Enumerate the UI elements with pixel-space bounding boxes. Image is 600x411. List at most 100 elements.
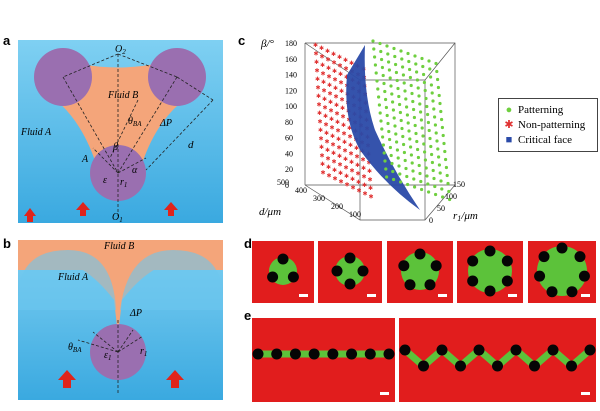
patterning-point [398, 102, 402, 107]
patterning-point [410, 91, 414, 96]
non-patterning-point: ✱ [325, 147, 330, 154]
non-patterning-point: ✱ [318, 127, 323, 134]
patterning-point [416, 147, 420, 152]
patterning-point [444, 157, 448, 162]
z-tick-label: 20 [285, 165, 293, 174]
black-particle [271, 348, 283, 360]
patterning-point [395, 140, 399, 144]
patterning-point [441, 195, 445, 199]
non-patterning-point: ✱ [349, 151, 354, 158]
non-patterning-point: ✱ [316, 85, 321, 92]
non-patterning-point: ✱ [320, 54, 325, 61]
non-patterning-point: ✱ [338, 63, 343, 70]
non-patterning-point: ✱ [336, 128, 341, 135]
patterning-point [405, 174, 409, 179]
black-particle [346, 348, 358, 360]
patterning-point [399, 180, 403, 184]
patterning-point [409, 83, 413, 88]
green-droplet [468, 249, 512, 293]
non-patterning-point: ✱ [368, 177, 373, 184]
patterning-point [427, 128, 431, 133]
non-patterning-point: ✱ [339, 179, 344, 186]
patterning-point [416, 86, 420, 90]
patterning-point [418, 102, 422, 106]
black-particle [473, 344, 485, 356]
patterning-point [430, 91, 434, 95]
black-particle [277, 253, 289, 265]
black-particle [534, 270, 546, 282]
patterning-point [430, 160, 434, 165]
non-patterning-point: ✱ [355, 154, 360, 161]
patterning-point [397, 94, 401, 99]
non-patterning-point: ✱ [329, 108, 334, 115]
legend-item-non-patterning: ✱ Non-patterning [503, 117, 593, 132]
non-patterning-point: ✱ [321, 79, 326, 86]
patterning-point [394, 70, 398, 75]
patterning-point [414, 62, 418, 66]
non-patterning-point: ✱ [356, 179, 361, 186]
patterning-point [437, 163, 441, 167]
black-particle [424, 279, 436, 291]
non-patterning-point: ✱ [361, 157, 366, 164]
patterning-point [387, 129, 391, 134]
patterning-point [379, 49, 383, 54]
scale-bar [581, 294, 590, 297]
label-fluid-a: Fluid A [20, 127, 52, 138]
patterning-point [382, 151, 386, 155]
z-tick-label: 60 [285, 134, 293, 143]
patterning-point [384, 105, 388, 110]
non-patterning-point: ✱ [315, 76, 320, 83]
non-patterning-point: ✱ [344, 173, 349, 180]
non-patterning-point: ✱ [327, 74, 332, 81]
non-patterning-point: ✱ [342, 131, 347, 138]
z-tick-label: 0 [285, 181, 289, 190]
patterning-point [435, 69, 439, 74]
patterning-point [406, 121, 410, 125]
non-patterning-point: ✱ [332, 60, 337, 67]
patterning-point [424, 166, 428, 170]
non-patterning-point: ✱ [367, 160, 372, 167]
black-particle [267, 271, 279, 283]
non-patterning-point: ✱ [341, 122, 346, 129]
non-patterning-point: ✱ [313, 42, 318, 49]
patterning-point [440, 187, 444, 191]
non-patterning-point: ✱ [349, 60, 354, 67]
patterning-point [432, 176, 436, 181]
patterning-point [440, 117, 444, 122]
arrow-right [166, 370, 184, 388]
non-patterning-point: ✱ [323, 113, 328, 120]
black-particle [455, 360, 466, 372]
patterning-point [431, 168, 435, 173]
patterning-point [408, 67, 412, 72]
black-particle [492, 360, 503, 372]
patterning-point [415, 78, 419, 82]
non-patterning-point: ✱ [338, 162, 343, 169]
patterning-point [389, 153, 393, 158]
patterning-point [408, 137, 412, 141]
black-particle [357, 265, 369, 277]
patterning-point [412, 177, 416, 181]
d-tick-label: 300 [313, 194, 325, 203]
black-particle [327, 348, 339, 360]
label-r1: r1 [140, 346, 147, 358]
patterning-point [421, 134, 425, 138]
patterning-point [430, 152, 434, 157]
patterning-point [394, 62, 398, 67]
patterning-point [390, 161, 394, 166]
label-fluid-b: Fluid B [107, 90, 138, 101]
patterning-point [383, 159, 387, 163]
axis-label-r1: r1/μm [453, 210, 478, 223]
patterning-point [397, 164, 401, 168]
legend-label: Patterning [518, 103, 564, 116]
patterning-point [414, 131, 418, 136]
non-patterning-point: ✱ [320, 153, 325, 160]
patterning-point [422, 142, 426, 146]
r1-tick-label: 50 [437, 204, 445, 213]
non-patterning-point: ✱ [314, 51, 319, 58]
non-patterning-point: ✱ [343, 156, 348, 163]
legend-item-critical-face: ■ Critical face [503, 132, 593, 147]
patterning-point [403, 89, 407, 93]
black-particle [436, 344, 448, 356]
non-patterning-point: ✱ [361, 165, 366, 172]
patterning-point [402, 150, 406, 155]
